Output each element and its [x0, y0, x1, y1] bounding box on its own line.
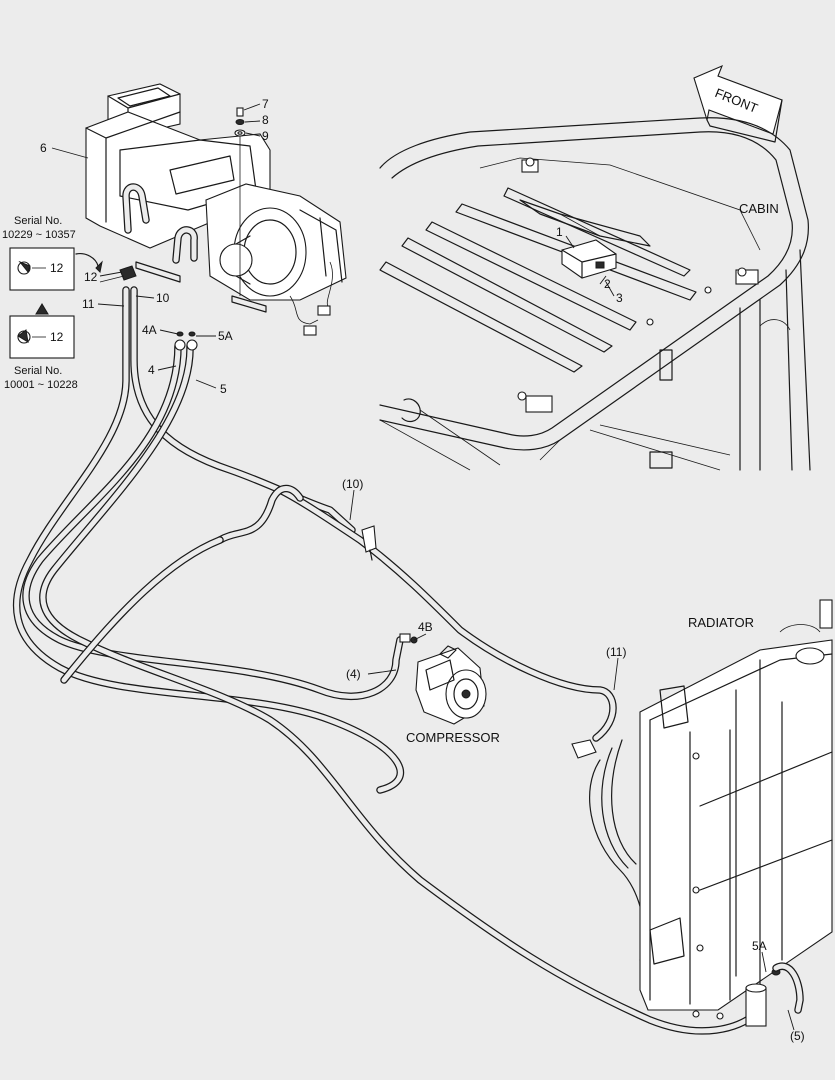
part-label-1: 1: [556, 225, 563, 239]
part-label-12: 12: [84, 270, 98, 284]
serial-range-top: 10229 ~ 10357: [2, 229, 76, 241]
cabin-roof: [379, 117, 811, 471]
part-label-8: 8: [262, 113, 269, 127]
compressor-drawing: [399, 633, 487, 725]
part-label-4A: 4A: [142, 323, 157, 337]
serial-range-bottom: 10001 ~ 10228: [4, 379, 78, 391]
part-label-11-ref: (11): [606, 645, 627, 659]
part-label-5A-lower: 5A: [752, 939, 767, 953]
serial-title-top: Serial No.: [14, 215, 63, 227]
radiator-drawing: [571, 599, 833, 1027]
serial-part-bottom: 12: [50, 330, 64, 344]
part-label-3: 3: [616, 291, 623, 305]
part-label-4-ref: (4): [346, 667, 361, 681]
part-label-10-ref: (10): [342, 477, 364, 491]
part-label-5A: 5A: [218, 329, 233, 343]
part-label-2: 2: [604, 277, 611, 291]
part-label-6: 6: [40, 141, 47, 155]
part-label-5-ref: (5): [790, 1029, 805, 1043]
part-label-4B: 4B: [418, 620, 433, 634]
cabin-label: CABIN: [739, 201, 779, 216]
ac-hoses: [12, 286, 764, 1035]
part-label-11: 11: [82, 297, 95, 311]
part-label-7: 7: [262, 97, 269, 111]
heater-unit: [85, 83, 347, 336]
part-label-5: 5: [220, 382, 227, 396]
serial-part-top: 12: [50, 261, 64, 275]
radiator-label: RADIATOR: [688, 615, 754, 630]
serial-title-bottom: Serial No.: [14, 365, 63, 377]
bolt-washer-stack: [234, 107, 246, 296]
compressor-label: COMPRESSOR: [406, 730, 500, 745]
part-label-9: 9: [262, 129, 269, 143]
part-label-10: 10: [156, 291, 170, 305]
leader-lines: [51, 103, 795, 1031]
part-label-4: 4: [148, 363, 155, 377]
serial-callouts: [9, 247, 103, 359]
